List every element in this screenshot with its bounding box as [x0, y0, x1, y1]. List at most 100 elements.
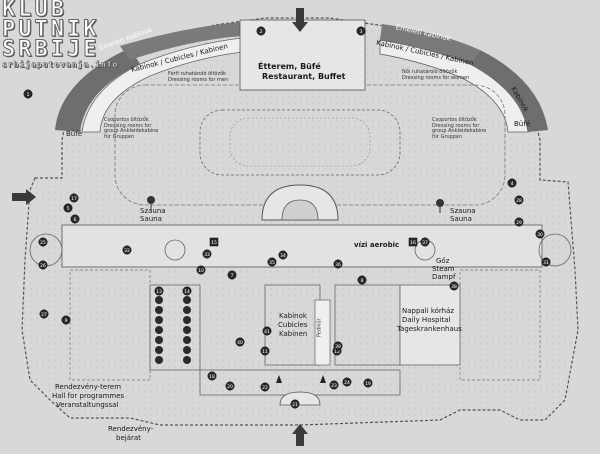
column-marker — [183, 296, 191, 304]
note-dressing-women: Női ruhatároló öltözők Dressing rooms fo… — [402, 69, 470, 81]
label-nappali-3: Tageskrankenhaus — [397, 325, 462, 333]
location-marker: 40 — [235, 337, 245, 347]
location-marker: 20 — [225, 381, 235, 391]
location-marker: 13 — [154, 286, 164, 296]
label-szauna-left-2: Sauna — [140, 215, 162, 223]
location-marker: 14 — [182, 286, 192, 296]
column-marker — [183, 336, 191, 344]
marker-number: 10 — [198, 268, 204, 274]
location-marker: 34 — [278, 250, 288, 260]
marker-number: 27 — [41, 312, 47, 318]
location-marker: 2 — [256, 26, 266, 36]
location-marker: 18 — [207, 371, 217, 381]
marker-number: 15 — [211, 240, 217, 246]
label-restaurant-en: Restaurant, Buffet — [262, 72, 346, 81]
column-marker — [155, 326, 163, 334]
label-rendezveny-bejarat-2: bejárat — [116, 434, 141, 442]
marker-number: 13 — [156, 289, 162, 295]
location-marker: 9 — [61, 315, 71, 325]
marker-number: 19 — [365, 381, 371, 387]
column-marker — [183, 306, 191, 314]
marker-number: 25 — [40, 240, 46, 246]
location-marker: 8 — [357, 275, 367, 285]
brand-logo: KLUB PUTNIK SRBIJE srbijaputovanja.info — [1, 0, 118, 69]
note-group-dressing-right: Csoportos öltözők Dressing rooms for gro… — [432, 117, 487, 140]
location-marker: 6 — [70, 214, 80, 224]
label-pedikur: Pedikűr — [316, 318, 323, 338]
label-rendezveny-3: Veranstaltungssal — [56, 401, 119, 409]
label-szauna-left-1: Szauna — [140, 207, 166, 215]
location-marker: 33 — [202, 249, 212, 259]
location-marker: 27 — [39, 309, 49, 319]
marker-number: 35 — [269, 260, 275, 266]
marker-number: 18 — [209, 374, 215, 380]
marker-number: 6 — [74, 217, 77, 223]
column-marker — [183, 316, 191, 324]
note-dressing-men: Férfi ruhatároló öltözők Dressing rooms … — [168, 71, 229, 83]
column-marker — [155, 296, 163, 304]
location-marker: 5 — [63, 203, 73, 213]
location-marker: 37 — [420, 237, 430, 247]
location-marker: 21 — [290, 399, 300, 409]
marker-number: 11 — [262, 349, 268, 355]
marker-number: 16 — [410, 240, 416, 246]
label-goz-3: Dampf — [432, 273, 456, 281]
location-marker: 22 — [260, 382, 270, 392]
location-marker: 17 — [69, 193, 79, 203]
column-marker — [183, 356, 191, 364]
location-marker: 10 — [196, 265, 206, 275]
marker-number: 9 — [65, 318, 68, 324]
label-rendezveny-bejarat-1: Rendezvény- — [108, 425, 154, 433]
location-marker: 19 — [363, 378, 373, 388]
brand-line-3: SRBIJE — [1, 37, 100, 62]
marker-number: 8 — [361, 278, 364, 284]
column-marker — [155, 356, 163, 364]
location-marker: 30 — [535, 229, 545, 239]
location-marker: 24 — [342, 377, 352, 387]
marker-number: 2 — [260, 29, 263, 35]
location-marker: 35 — [267, 257, 277, 267]
marker-number: 4 — [511, 181, 514, 187]
location-marker: 26 — [38, 260, 48, 270]
label-goz-2: Steam — [432, 265, 455, 273]
marker-number: 36 — [335, 262, 341, 268]
location-marker: 28 — [514, 195, 524, 205]
marker-number: 26 — [40, 263, 46, 269]
marker-number: 22 — [262, 385, 268, 391]
marker-number: 14 — [184, 289, 190, 295]
column-marker — [155, 306, 163, 314]
marker-number: 40 — [237, 340, 243, 346]
label-kabinok-center-3: Kabinen — [279, 330, 308, 338]
label-szauna-right-1: Szauna — [450, 207, 476, 215]
location-marker: 16 — [408, 237, 418, 247]
location-marker: 23 — [329, 380, 339, 390]
marker-number: 28 — [516, 198, 522, 204]
location-marker: 11 — [260, 346, 270, 356]
label-bufe-right: Büfé — [514, 120, 531, 128]
marker-number: 21 — [292, 402, 298, 408]
location-marker: 39 — [333, 341, 343, 351]
location-marker: 15 — [209, 237, 219, 247]
label-bufe-left: Büfé — [66, 130, 83, 138]
column-marker — [155, 316, 163, 324]
marker-number: 38 — [451, 284, 457, 290]
column-marker — [155, 346, 163, 354]
location-marker: 31 — [541, 257, 551, 267]
marker-number: 31 — [543, 260, 549, 266]
label-rendezveny-1: Rendezvény-terem — [55, 383, 122, 391]
marker-number: 20 — [227, 384, 233, 390]
column-marker — [183, 346, 191, 354]
location-marker: 41 — [262, 326, 272, 336]
marker-number: 23 — [331, 383, 337, 389]
location-marker: 1 — [23, 89, 33, 99]
location-marker: 25 — [38, 237, 48, 247]
location-marker: 32 — [122, 245, 132, 255]
marker-number: 32 — [124, 248, 130, 254]
marker-number: 12 — [334, 349, 340, 355]
location-marker: 38 — [449, 281, 459, 291]
marker-number: 34 — [280, 253, 286, 259]
location-marker: 36 — [333, 259, 343, 269]
label-vizi-aerobic: vízi aerobic — [354, 241, 400, 249]
brand-line-2: PUTNIK — [1, 17, 100, 42]
